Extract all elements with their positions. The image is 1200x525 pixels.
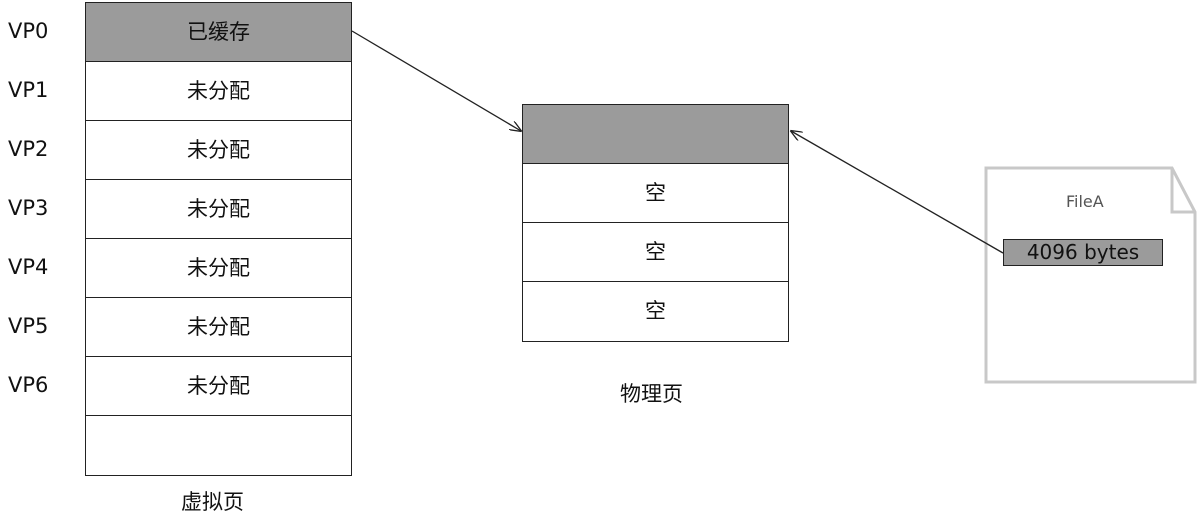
physical-pages-caption: 物理页	[620, 382, 683, 406]
physical-page-row	[523, 105, 788, 164]
virtual-page-row: 未分配	[86, 239, 351, 298]
physical-pages-table: 空 空 空	[522, 104, 789, 342]
vp-label: VP3	[8, 196, 49, 220]
virtual-pages-table: 已缓存 未分配 未分配 未分配 未分配 未分配 未分配	[85, 2, 352, 476]
physical-page-row: 空	[645, 299, 666, 323]
virtual-page-row: 未分配	[86, 121, 351, 180]
physical-page-row: 空	[523, 223, 788, 282]
vp-label: VP2	[8, 137, 49, 161]
file-bytes-block: 4096 bytes	[1003, 239, 1163, 266]
vp-label: VP1	[8, 78, 49, 102]
virtual-pages-caption: 虚拟页	[181, 490, 244, 514]
vp-label: VP0	[8, 19, 49, 43]
arrow-file-to-physical	[791, 131, 1004, 254]
virtual-page-row: 已缓存	[86, 3, 351, 62]
file-folded-corner	[1170, 168, 1195, 214]
vp-label: VP4	[8, 255, 49, 279]
vp-label: VP6	[8, 373, 49, 397]
vp-label: VP5	[8, 314, 49, 338]
file-name: FileA	[1066, 192, 1104, 211]
virtual-page-row: 未分配	[86, 62, 351, 121]
physical-page-row: 空	[523, 164, 788, 223]
virtual-page-row	[86, 416, 351, 475]
virtual-page-row: 未分配	[86, 357, 351, 416]
file-document-outline	[984, 166, 1197, 384]
virtual-page-row: 未分配	[86, 298, 351, 357]
virtual-page-row: 未分配	[86, 180, 351, 239]
arrow-vp0-to-physical	[351, 30, 521, 131]
